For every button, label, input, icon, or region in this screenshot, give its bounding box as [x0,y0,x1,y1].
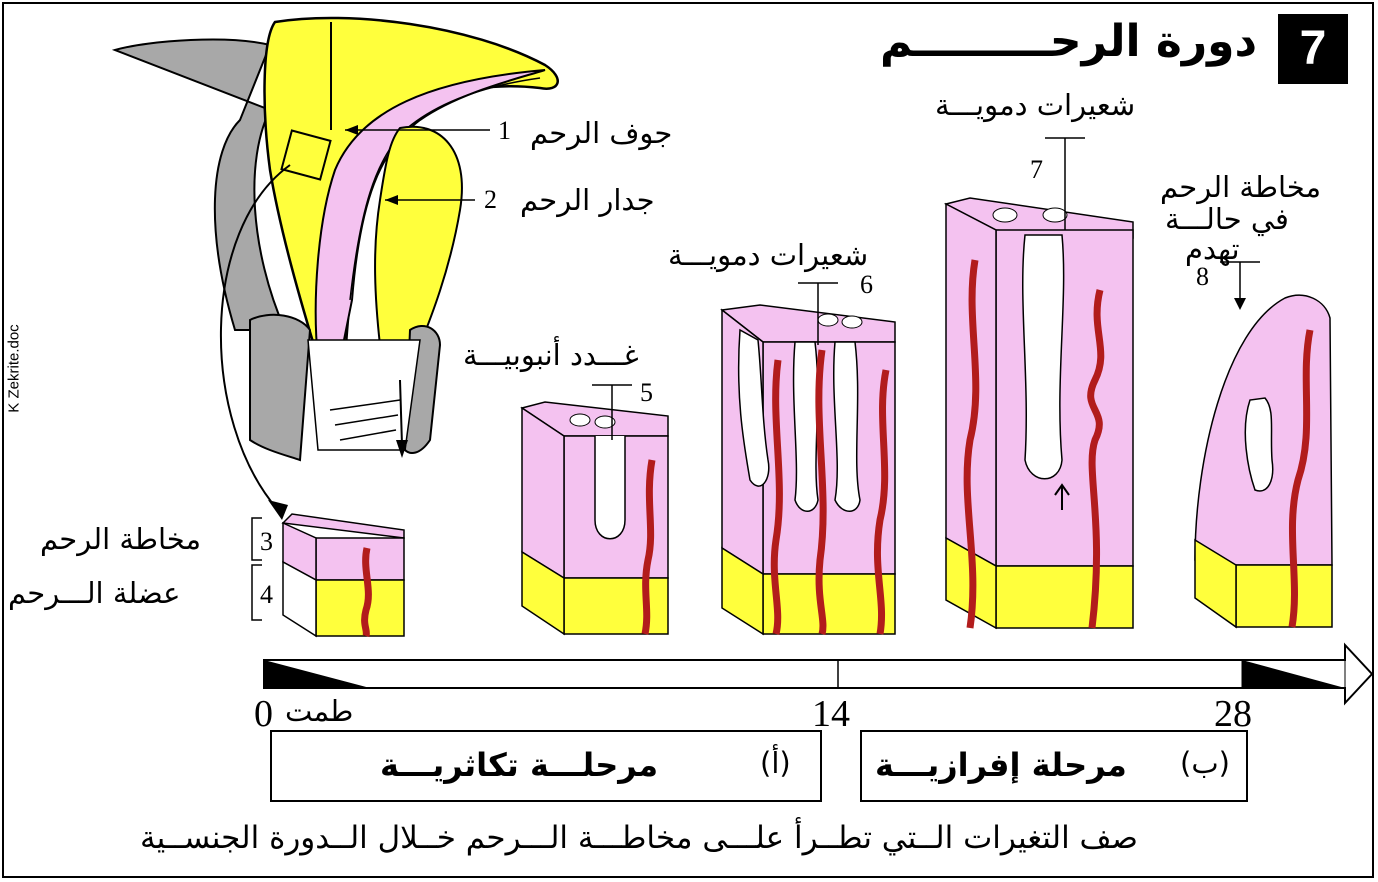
number-1: 1 [498,116,511,146]
figure-number-badge: 7 [1278,14,1348,84]
label-endometrium-state: مخاطة الرحم [1160,170,1321,204]
phase-label-b: (ب) [1180,746,1230,780]
number-2: 2 [484,185,497,215]
label-uterine-wall: جدار الرحم [520,183,655,217]
label-myometrium: عضلة الـــرحم [8,576,180,610]
block-menstrual [1195,262,1332,627]
uterus-drawing [115,18,558,520]
number-7: 7 [1030,155,1043,185]
number-3: 3 [260,527,273,557]
label-in-state-of: في حالـــة [1165,202,1289,236]
label-uterine-cavity: جوف الرحم [530,116,672,150]
phase-name-proliferative: مرحلـــة تكاثريـــة [380,746,658,784]
block-tubular-glands [522,385,668,634]
phase-label-a: (أ) [760,746,791,780]
label-capillaries-6: شعيرات دمويـــة [668,238,868,272]
watermark: K Zekrite.doc [6,324,23,412]
caption-question: صف التغيرات الــتي تطــرأ علـــى مخاطـــ… [140,820,1138,856]
number-5: 5 [640,378,653,408]
block-proliferative [722,283,895,634]
page-title: دورة الرحـــــــــم [880,16,1257,67]
number-4: 4 [260,580,273,610]
number-8: 8 [1196,262,1209,292]
block-secretory [946,138,1133,628]
label-menstruation: طمت [285,694,353,728]
label-breakdown: تهدم [1185,232,1240,266]
label-capillaries-7: شعيرات دمويـــة [935,88,1135,122]
block-mucosa-muscle [252,514,404,636]
label-tubular-glands: غـــدد أنبوبيـــة [463,338,639,372]
number-6: 6 [860,270,873,300]
label-endometrium: مخاطة الرحم [40,522,201,556]
phase-name-secretory: مرحلة إفرازيـــة [875,746,1127,784]
